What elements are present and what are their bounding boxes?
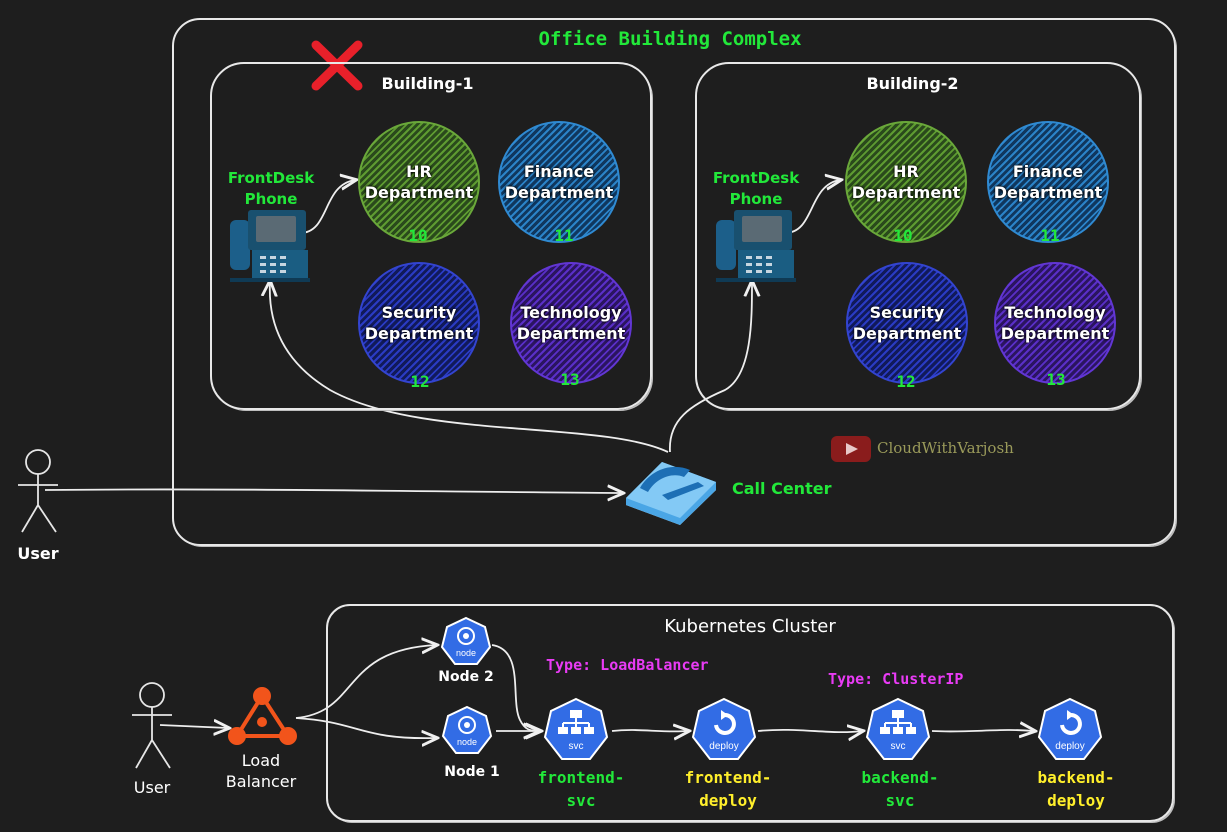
node-1-label: Node 1: [444, 764, 500, 780]
call-center-phone-icon: [626, 462, 716, 525]
arrow-phone2-hr: [784, 180, 840, 234]
b2-technology-ext: 13: [1046, 370, 1066, 389]
node-2-label: Node 2: [438, 669, 494, 685]
arrow-lb-node1: [295, 717, 436, 738]
arrow-user-lb: [159, 725, 228, 728]
backend-deploy-label: backend- deploy: [1037, 768, 1115, 810]
building-1-title: Building-1: [381, 74, 474, 93]
b1-technology-label: Technology Department: [516, 303, 626, 343]
desk-phone-2-icon: [716, 210, 796, 282]
arrow-user-callcenter: [44, 489, 622, 493]
svg-text:svc: svc: [569, 741, 584, 752]
arrow-phone1-hr: [299, 180, 355, 234]
arrow-lb-node2: [295, 645, 436, 719]
watermark-text: CloudWithVarjosh: [877, 439, 1014, 457]
b1-hr-label: HR Department: [364, 162, 474, 202]
node-1-icon: node: [441, 705, 493, 754]
kubernetes-cluster-boundary: [326, 604, 1174, 822]
backend-svc-icon: svc: [865, 697, 931, 760]
office-complex-boundary: [172, 18, 1176, 546]
arrow-fdeploy-bsvc: [757, 730, 862, 732]
arrow-bsvc-bdeploy: [931, 730, 1034, 731]
load-balancer-label: Load Balancer: [225, 751, 297, 791]
arrow-fsvc-fdeploy: [611, 730, 688, 731]
b2-hr-ext: 10: [893, 226, 913, 245]
svg-text:svc: svc: [891, 741, 906, 752]
b1-security-department: Security Department: [358, 262, 480, 384]
office-user-label: User: [17, 544, 59, 563]
failure-x-icon: [311, 40, 363, 91]
b1-security-label: Security Department: [364, 303, 474, 343]
svg-text:node: node: [457, 737, 477, 747]
k8s-user-label: User: [133, 778, 171, 797]
b2-security-label: Security Department: [852, 303, 962, 343]
b1-finance-department: Finance Department: [498, 121, 620, 243]
type-clusterip-label: Type: ClusterIP: [828, 670, 964, 688]
building-2-title: Building-2: [866, 74, 959, 93]
youtube-icon: [831, 436, 871, 462]
b1-technology-ext: 13: [560, 370, 580, 389]
backend-deploy-icon: deploy: [1037, 697, 1103, 760]
frontend-deploy-icon: deploy: [691, 697, 757, 760]
building-2-boundary: [695, 62, 1141, 410]
b1-hr-ext: 10: [408, 226, 428, 245]
b1-hr-department: HR Department: [358, 121, 480, 243]
frontend-deploy-label: frontend- deploy: [684, 768, 772, 810]
b1-finance-ext: 11: [554, 226, 574, 245]
user-figure-icon: [18, 449, 58, 533]
b2-finance-ext: 11: [1040, 226, 1060, 245]
b2-hr-department: HR Department: [845, 121, 967, 243]
node-2-icon: node: [440, 616, 492, 665]
call-center-label: Call Center: [732, 479, 832, 498]
arrow-callcenter-phone1: [270, 282, 669, 453]
type-loadbalancer-label: Type: LoadBalancer: [546, 656, 709, 674]
building-1-frontdesk-label: FrontDesk Phone: [227, 169, 315, 208]
b1-technology-department: Technology Department: [510, 262, 632, 384]
b2-security-department: Security Department: [846, 262, 968, 384]
frontend-svc-label: frontend- svc: [537, 768, 625, 810]
b2-hr-label: HR Department: [851, 162, 961, 202]
building-1-boundary: [210, 62, 652, 410]
frontend-svc-icon: svc: [543, 697, 609, 760]
b1-finance-label: Finance Department: [504, 162, 614, 202]
b2-finance-label: Finance Department: [993, 162, 1103, 202]
backend-svc-label: backend- svc: [861, 768, 939, 810]
desk-phone-1-icon: [230, 210, 310, 282]
office-complex-title: Office Building Complex: [538, 28, 802, 50]
b2-technology-label: Technology Department: [1000, 303, 1110, 343]
building-2-frontdesk-label: FrontDesk Phone: [712, 169, 800, 208]
k8s-user-figure-icon: [132, 682, 172, 769]
kubernetes-cluster-title: Kubernetes Cluster: [664, 616, 836, 637]
svg-text:deploy: deploy: [1055, 741, 1084, 752]
b1-security-ext: 12: [410, 372, 430, 391]
svg-text:deploy: deploy: [709, 741, 738, 752]
b2-finance-department: Finance Department: [987, 121, 1109, 243]
svg-text:node: node: [456, 648, 476, 658]
b2-technology-department: Technology Department: [994, 262, 1116, 384]
load-balancer-icon: [228, 687, 297, 745]
b2-security-ext: 12: [896, 372, 916, 391]
